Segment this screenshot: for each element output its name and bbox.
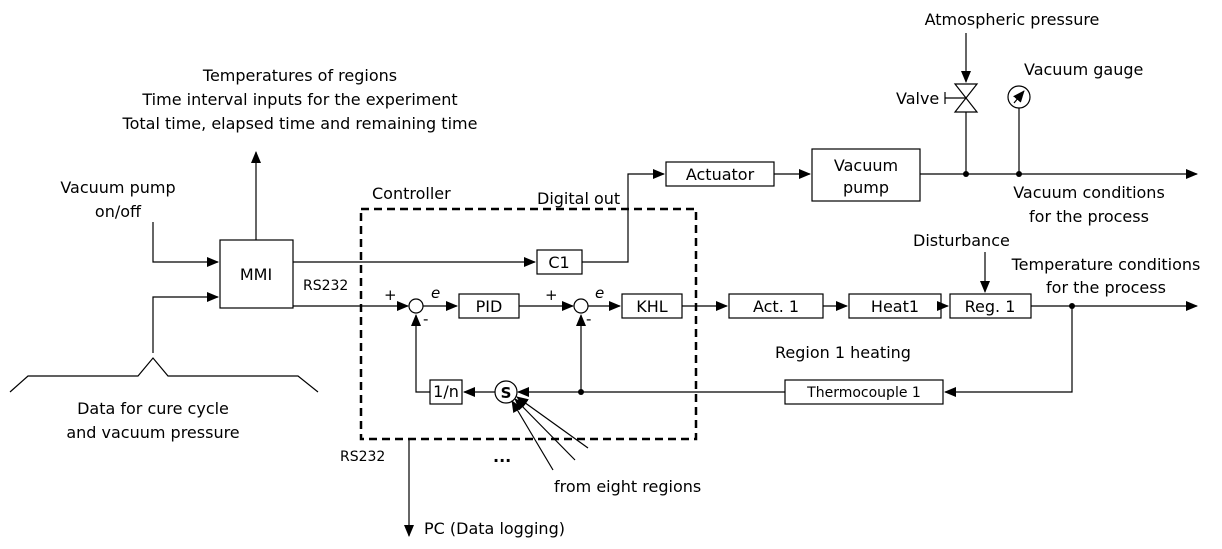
error-label-2: e	[595, 284, 604, 302]
gauge-needle	[1013, 90, 1025, 104]
brace	[9, 357, 319, 393]
pc-label: PC (Data logging)	[424, 519, 565, 538]
vacuum-conditions-line-2: for the process	[1029, 207, 1149, 226]
one-over-n-label: 1/n	[433, 382, 459, 401]
act1-block	[728, 293, 824, 319]
actuator-label: Actuator	[686, 165, 755, 184]
temperature-conditions-line-2: for the process	[1046, 278, 1166, 297]
pid-block	[458, 293, 520, 319]
c1-label: C1	[548, 253, 569, 272]
feedback-to-thermocouple-arrow	[944, 306, 1073, 397]
vacuum-pump-input-arrow	[152, 222, 219, 267]
from-regions-label: from eight regions	[554, 477, 701, 496]
error-label-1: e	[431, 284, 440, 302]
temperature-conditions-line-1: Temperature conditions	[1011, 255, 1201, 274]
vacuum-conditions-line-1: Vacuum conditions	[1013, 183, 1165, 202]
pid-label: PID	[476, 297, 503, 316]
vacuum-pump-input-line-1: Vacuum pump	[60, 178, 175, 197]
vacuum-pump-line-2: pump	[843, 178, 889, 197]
khl-label: KHL	[636, 297, 668, 316]
region-arrow-2	[514, 398, 576, 461]
cure-data-input-arrow	[152, 292, 219, 353]
summing-junction-1	[408, 298, 424, 314]
region-arrow-1	[511, 400, 554, 471]
minus-sign-2: -	[586, 310, 591, 328]
heat1-block	[848, 293, 942, 319]
digital-out-label: Digital out	[537, 189, 620, 208]
thermocouple-block	[784, 379, 944, 405]
mmi-label: MMI	[240, 265, 272, 284]
c1-to-actuator-arrow	[582, 169, 665, 263]
region-arrow-3	[516, 396, 589, 449]
vacuum-pump-block	[811, 148, 921, 202]
cure-data-line-1: Data for cure cycle	[77, 399, 229, 418]
outer-feedback-arrow	[411, 314, 430, 393]
rs232-bottom-label: RS232	[340, 449, 385, 465]
regions-line-2: Time interval inputs for the experiment	[141, 90, 457, 109]
disturbance-label: Disturbance	[913, 231, 1010, 250]
khl-block	[621, 293, 683, 319]
minus-sign-1: -	[423, 310, 428, 328]
vacuum-pump-line-1: Vacuum	[834, 156, 898, 175]
regions-line-3: Total time, elapsed time and remaining t…	[122, 114, 478, 133]
act1-label: Act. 1	[753, 297, 799, 316]
sum-s-label: S	[501, 384, 512, 402]
vacuum-gauge-label: Vacuum gauge	[1024, 60, 1143, 79]
plus-sign-1: +	[384, 286, 397, 304]
region-heating-label: Region 1 heating	[775, 343, 911, 362]
rs232-top-label: RS232	[303, 278, 348, 294]
controller-label: Controller	[372, 184, 451, 203]
reg1-block	[949, 293, 1032, 319]
plus-sign-2: +	[545, 286, 558, 304]
valve-label: Valve	[896, 89, 939, 108]
heat1-label: Heat1	[871, 297, 919, 316]
actuator-block	[665, 161, 775, 187]
controller-boundary	[359, 207, 698, 441]
regions-line-1: Temperatures of regions	[202, 66, 397, 85]
atmospheric-pressure-label: Atmospheric pressure	[925, 10, 1100, 29]
ellipsis-label: ...	[493, 447, 511, 466]
reg1-label: Reg. 1	[965, 297, 1016, 316]
mmi-block	[219, 239, 294, 309]
thermocouple-label: Thermocouple 1	[806, 385, 921, 401]
cure-data-line-2: and vacuum pressure	[66, 423, 239, 442]
vacuum-pump-input-line-2: on/off	[95, 202, 142, 221]
